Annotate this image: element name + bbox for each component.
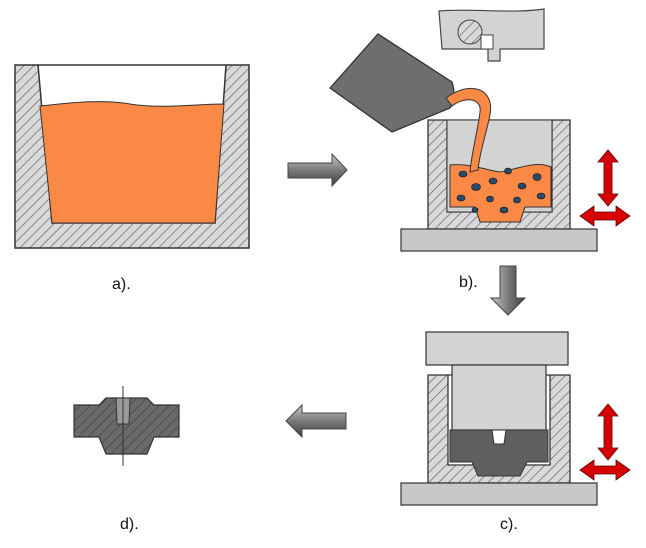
molten-metal: [39, 101, 225, 224]
step-label-b: b).: [459, 274, 478, 291]
pouring-stream: [445, 87, 492, 173]
flow-arrow-down: [489, 265, 527, 316]
step-label-c: c).: [500, 516, 518, 533]
step-label-d: d).: [120, 516, 139, 533]
cast-part-icon: [73, 386, 180, 466]
solidified-part: [449, 429, 549, 477]
press-mold-icon: [400, 331, 598, 506]
vibration-arrows-icon: [579, 149, 631, 227]
crucible-icon: [14, 64, 250, 249]
gas-bubbles: [456, 167, 546, 214]
flow-arrow-right: [287, 152, 348, 188]
ladle-icon: [329, 33, 492, 173]
flow-arrow-left: [285, 403, 347, 439]
step-label-a: a).: [112, 276, 131, 293]
punch-icon: [438, 8, 545, 62]
vibration-arrows-icon: [579, 403, 631, 481]
